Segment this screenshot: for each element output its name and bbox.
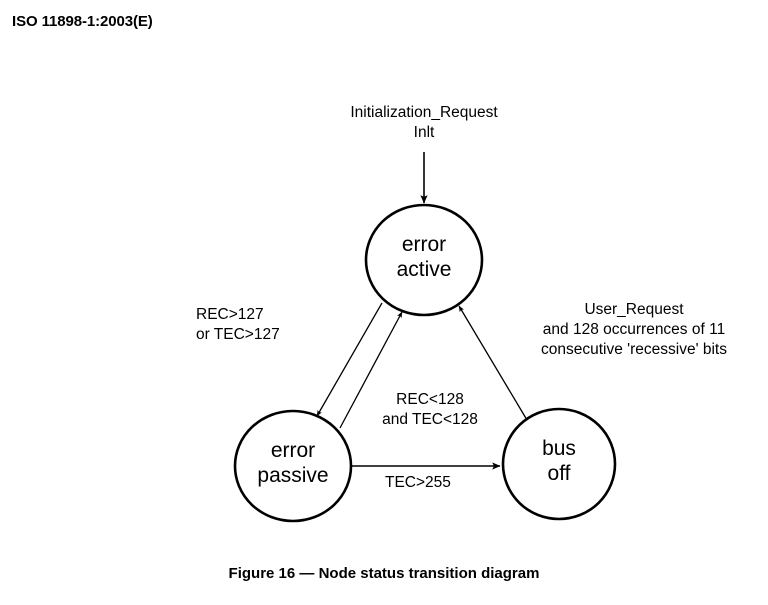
state-node-error-active[interactable]	[364, 203, 484, 317]
transition-label-busoff-to-active-line3: consecutive 'recessive' bits	[541, 341, 727, 358]
transition-label-passive-to-busoff-line1: TEC>255	[385, 474, 451, 491]
state-node-bus-off[interactable]	[501, 407, 617, 521]
transition-label-passive-to-active-line2: and TEC<128	[382, 411, 478, 428]
transition-arrow-active-to-passive	[316, 302, 383, 417]
transition-label-busoff-to-active-line1: User_Request	[584, 301, 684, 318]
transition-arrow-passive-to-active	[339, 311, 403, 429]
transition-label-initialization-line1: Initialization_Request	[350, 104, 498, 121]
figure-caption: Figure 16 — Node status transition diagr…	[228, 565, 540, 582]
transition-label-initialization: Initialization_Request Inlt	[294, 103, 554, 143]
transition-label-passive-to-active-line1: REC<128	[396, 391, 464, 408]
page-header-standard-id: ISO 11898-1:2003(E)	[12, 13, 153, 30]
transition-label-busoff-to-active-line2: and 128 occurrences of 11	[542, 321, 726, 338]
transition-label-active-to-passive-line2: or TEC>127	[196, 326, 280, 343]
transition-label-initialization-line2: Inlt	[413, 124, 435, 141]
transition-label-passive-to-busoff: TEC>255	[385, 473, 505, 493]
transition-label-busoff-to-active: User_Request and 128 occurrences of 11 c…	[508, 300, 760, 360]
transition-label-active-to-passive-line1: REC>127	[196, 306, 264, 323]
transition-label-passive-to-active: REC<128 and TEC<128	[355, 390, 505, 430]
transition-label-active-to-passive: REC>127 or TEC>127	[196, 305, 366, 345]
transition-arrow-busoff-to-active	[458, 305, 528, 421]
state-node-error-passive[interactable]	[233, 409, 353, 523]
